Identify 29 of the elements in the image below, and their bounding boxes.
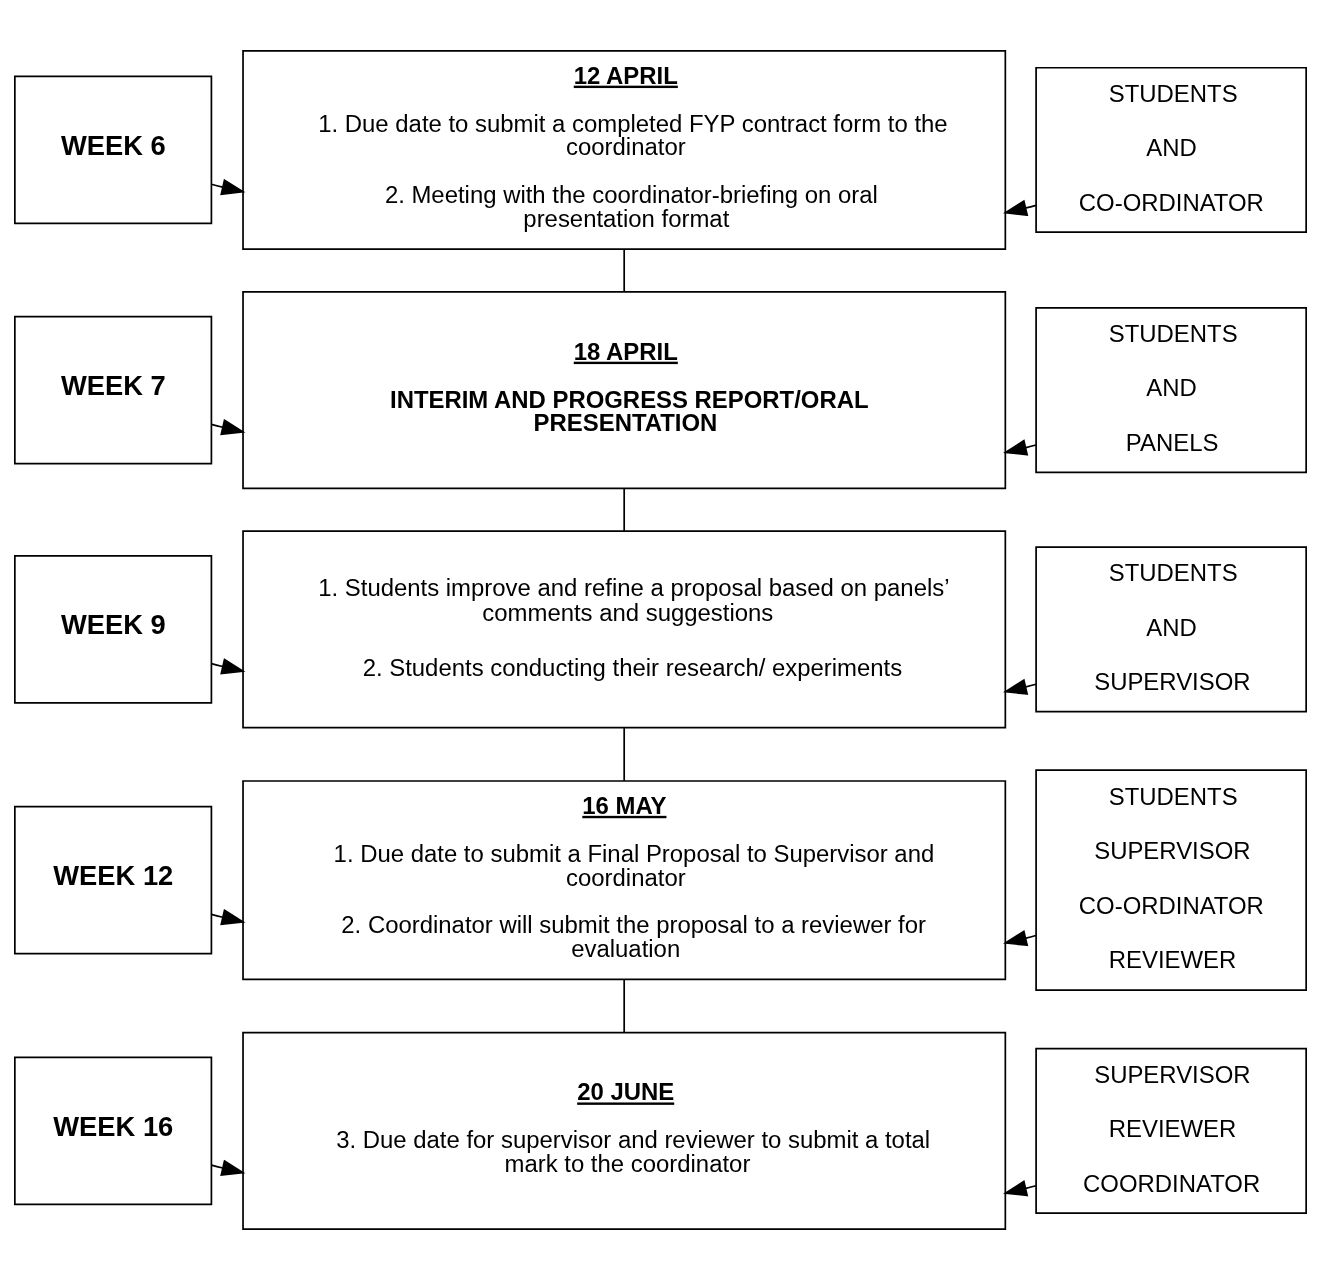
connector <box>623 248 626 293</box>
arrow <box>210 908 246 926</box>
arrow <box>1003 1180 1037 1197</box>
node-box: WEEK 16 <box>14 1056 213 1206</box>
connector <box>623 487 626 532</box>
arrow <box>1003 929 1037 947</box>
node-box: 18 APRIL INTERIM AND PROGRESS REPORT/ORAL PRESENTATION <box>242 290 1007 490</box>
node-box: 1. Students improve and refine a proposal based on panels’ comments and suggestions 2. Students conducting their research/ experiments <box>242 530 1007 729</box>
arrow <box>1003 439 1037 456</box>
node-box: STUDENTS SUPERVISOR CO-ORDINATOR REVIEWER <box>1035 769 1307 992</box>
arrow <box>1003 199 1037 216</box>
node-box: STUDENTS AND SUPERVISOR <box>1035 546 1307 713</box>
node-box: 16 MAY 1. Due date to submit a Final Proposal to Supervisor and coordinator 2. Coordinator will submit the proposal to a reviewer for evaluation <box>242 780 1007 981</box>
node-box: WEEK 7 <box>14 315 213 465</box>
node-box: STUDENTS AND CO-ORDINATOR <box>1035 66 1307 234</box>
node-box: 20 JUNE 3. Due date for supervisor and reviewer to submit a total mark to the coordinator <box>242 1031 1007 1230</box>
connector <box>623 978 626 1033</box>
node-box: WEEK 9 <box>14 555 213 704</box>
node-box: WEEK 6 <box>14 75 213 225</box>
node-box: 12 APRIL 1. Due date to submit a completed FYP contract form to the coordinator 2. Meeting with the coordinator-briefing on oral presentation format <box>242 50 1007 250</box>
arrow <box>210 658 246 675</box>
arrow <box>210 1159 246 1177</box>
connector <box>623 727 626 782</box>
arrow <box>1003 678 1037 695</box>
arrow <box>210 178 246 196</box>
arrow <box>210 418 246 436</box>
node-box: STUDENTS AND PANELS <box>1035 307 1307 474</box>
node-box: WEEK 12 <box>14 805 213 955</box>
node-box: SUPERVISOR REVIEWER COORDINATOR <box>1035 1047 1307 1214</box>
